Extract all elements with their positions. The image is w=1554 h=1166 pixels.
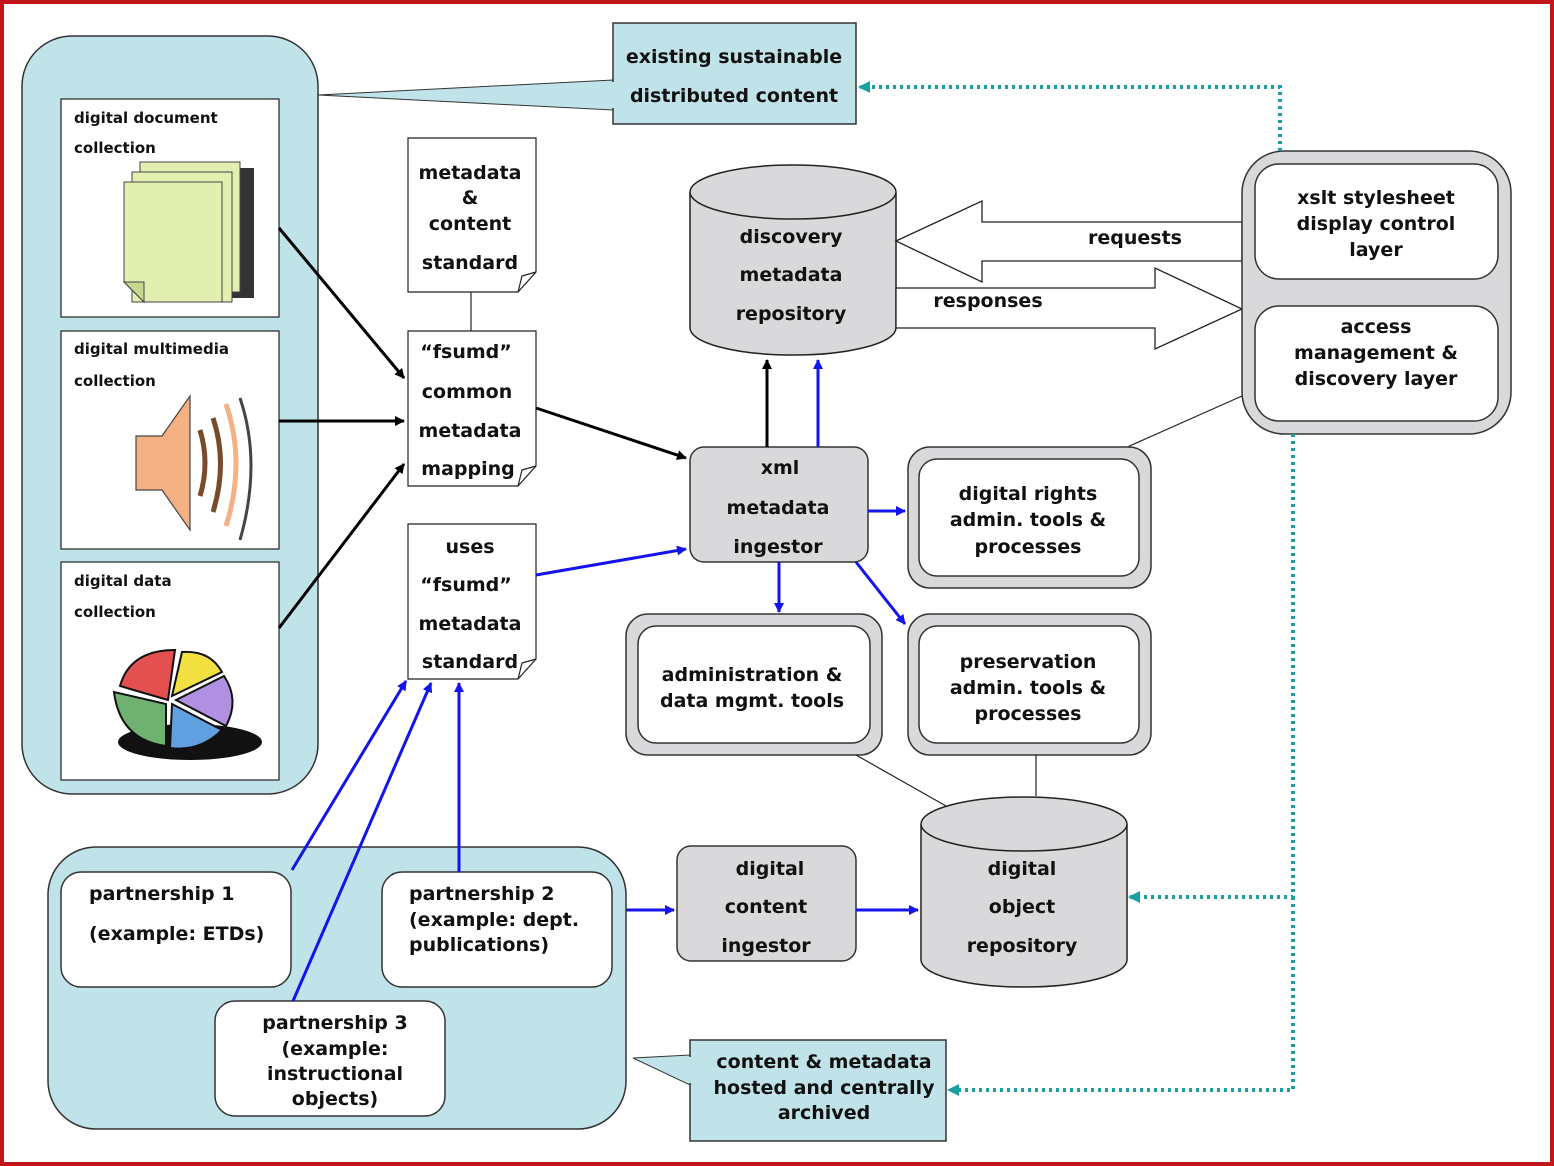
xslt-line3: layer — [1349, 239, 1403, 261]
mapping-doc-line2: common — [422, 381, 513, 403]
object-repo-line2: object — [989, 896, 1055, 918]
preservation-line3: processes — [975, 703, 1082, 725]
requests-label: requests — [1088, 227, 1182, 249]
xml-ingestor-line3: ingestor — [733, 536, 823, 558]
multimedia-collection-line1: digital multimedia — [74, 340, 229, 358]
hosted-line1: content & metadata — [716, 1051, 931, 1073]
content-ingestor-line3: ingestor — [721, 935, 811, 957]
mapping-doc-line1: “fsumd” — [420, 341, 511, 363]
object-repo-line3: repository — [967, 935, 1078, 957]
admin-line2: data mgmt. tools — [660, 690, 844, 712]
digital-content-ingestor — [676, 845, 857, 962]
standard-doc-line3: content — [429, 213, 511, 235]
partnership-2-line3: publications) — [409, 934, 549, 956]
admin-line1: administration & — [662, 664, 843, 686]
uses-doc-line1: uses — [445, 536, 494, 558]
rights-line1: digital rights — [959, 483, 1098, 505]
data-collection-line2: collection — [74, 603, 156, 621]
object-repo-line1: digital — [988, 858, 1057, 880]
partnership-1-line2: (example: ETDs) — [89, 923, 264, 945]
preservation-line2: admin. tools & — [950, 677, 1106, 699]
access-line1: access — [1341, 316, 1412, 338]
partnership-1-box — [60, 871, 292, 988]
common-metadata-mapping-doc: “fsumd” common metadata mapping — [407, 330, 537, 487]
xslt-layer-box — [1254, 163, 1499, 280]
standard-doc-line1: metadata — [419, 162, 522, 184]
teal-dotted-connectors — [858, 81, 1295, 1096]
access-layer-box — [1254, 305, 1499, 422]
discovery-metadata-repository: discovery metadata repository — [689, 164, 897, 356]
existing-content-line2: distributed content — [630, 85, 838, 107]
hosted-line3: archived — [778, 1102, 870, 1124]
xml-ingestor-line2: metadata — [727, 497, 830, 519]
data-collection-line1: digital data — [74, 572, 172, 590]
pie-chart-icon — [112, 648, 262, 760]
discovery-line3: repository — [736, 303, 847, 325]
xslt-line2: display control — [1297, 213, 1456, 235]
rights-line3: processes — [975, 536, 1082, 558]
uses-fsumd-standard-doc: uses “fsumd” metadata standard — [407, 523, 537, 680]
access-line3: discovery layer — [1295, 368, 1458, 390]
mapping-doc-line4: mapping — [421, 458, 514, 480]
xml-ingestor-line1: xml — [761, 457, 800, 479]
discovery-line2: metadata — [740, 264, 843, 286]
uses-doc-line3: metadata — [419, 613, 522, 635]
partnership-2-line1: partnership 2 — [409, 883, 554, 905]
mapping-doc-line3: metadata — [419, 420, 522, 442]
partnership-3-line4: objects) — [292, 1088, 378, 1110]
preservation-line1: preservation — [960, 651, 1097, 673]
content-ingestor-line2: content — [725, 896, 807, 918]
partnership-3-line1: partnership 3 — [262, 1012, 407, 1034]
partnership-3-line3: instructional — [267, 1063, 403, 1085]
hosted-callout — [689, 1039, 947, 1142]
requests-arrow — [894, 199, 1243, 284]
responses-label: responses — [933, 290, 1042, 312]
existing-content-callout-tail — [317, 79, 614, 111]
partnership-2-box — [381, 871, 613, 988]
content-ingestor-line1: digital — [736, 858, 805, 880]
multimedia-collection-line2: collection — [74, 372, 156, 390]
responses-arrow — [895, 266, 1244, 351]
discovery-line1: discovery — [740, 226, 843, 248]
partnership-3-box — [214, 1000, 446, 1117]
partnership-1-line1: partnership 1 — [89, 883, 234, 905]
standard-doc-line4: standard — [422, 252, 518, 274]
admin-tools-box — [637, 625, 871, 744]
existing-content-callout — [612, 22, 857, 125]
hosted-line2: hosted and centrally — [714, 1077, 936, 1099]
partnership-3-line2: (example: — [281, 1038, 388, 1060]
existing-content-line1: existing sustainable — [626, 46, 842, 68]
digital-object-repository: digital object repository — [920, 796, 1128, 988]
metadata-content-standard-doc: metadata & content standard — [407, 137, 537, 293]
speaker-icon — [135, 394, 253, 541]
rights-tools-box — [918, 458, 1140, 577]
uses-doc-line2: “fsumd” — [420, 574, 511, 596]
uses-doc-line4: standard — [422, 651, 518, 673]
access-line2: management & — [1294, 342, 1458, 364]
standard-doc-line2: & — [462, 187, 479, 209]
document-collection-line1: digital document — [74, 109, 218, 127]
preservation-tools-box — [918, 625, 1140, 744]
xslt-line1: xslt stylesheet — [1297, 187, 1455, 209]
document-collection-line2: collection — [74, 139, 156, 157]
partnership-2-line2: (example: dept. — [409, 909, 579, 931]
document-stack-icon — [122, 161, 254, 304]
rights-line2: admin. tools & — [950, 509, 1106, 531]
hosted-callout-tail — [632, 1054, 691, 1086]
